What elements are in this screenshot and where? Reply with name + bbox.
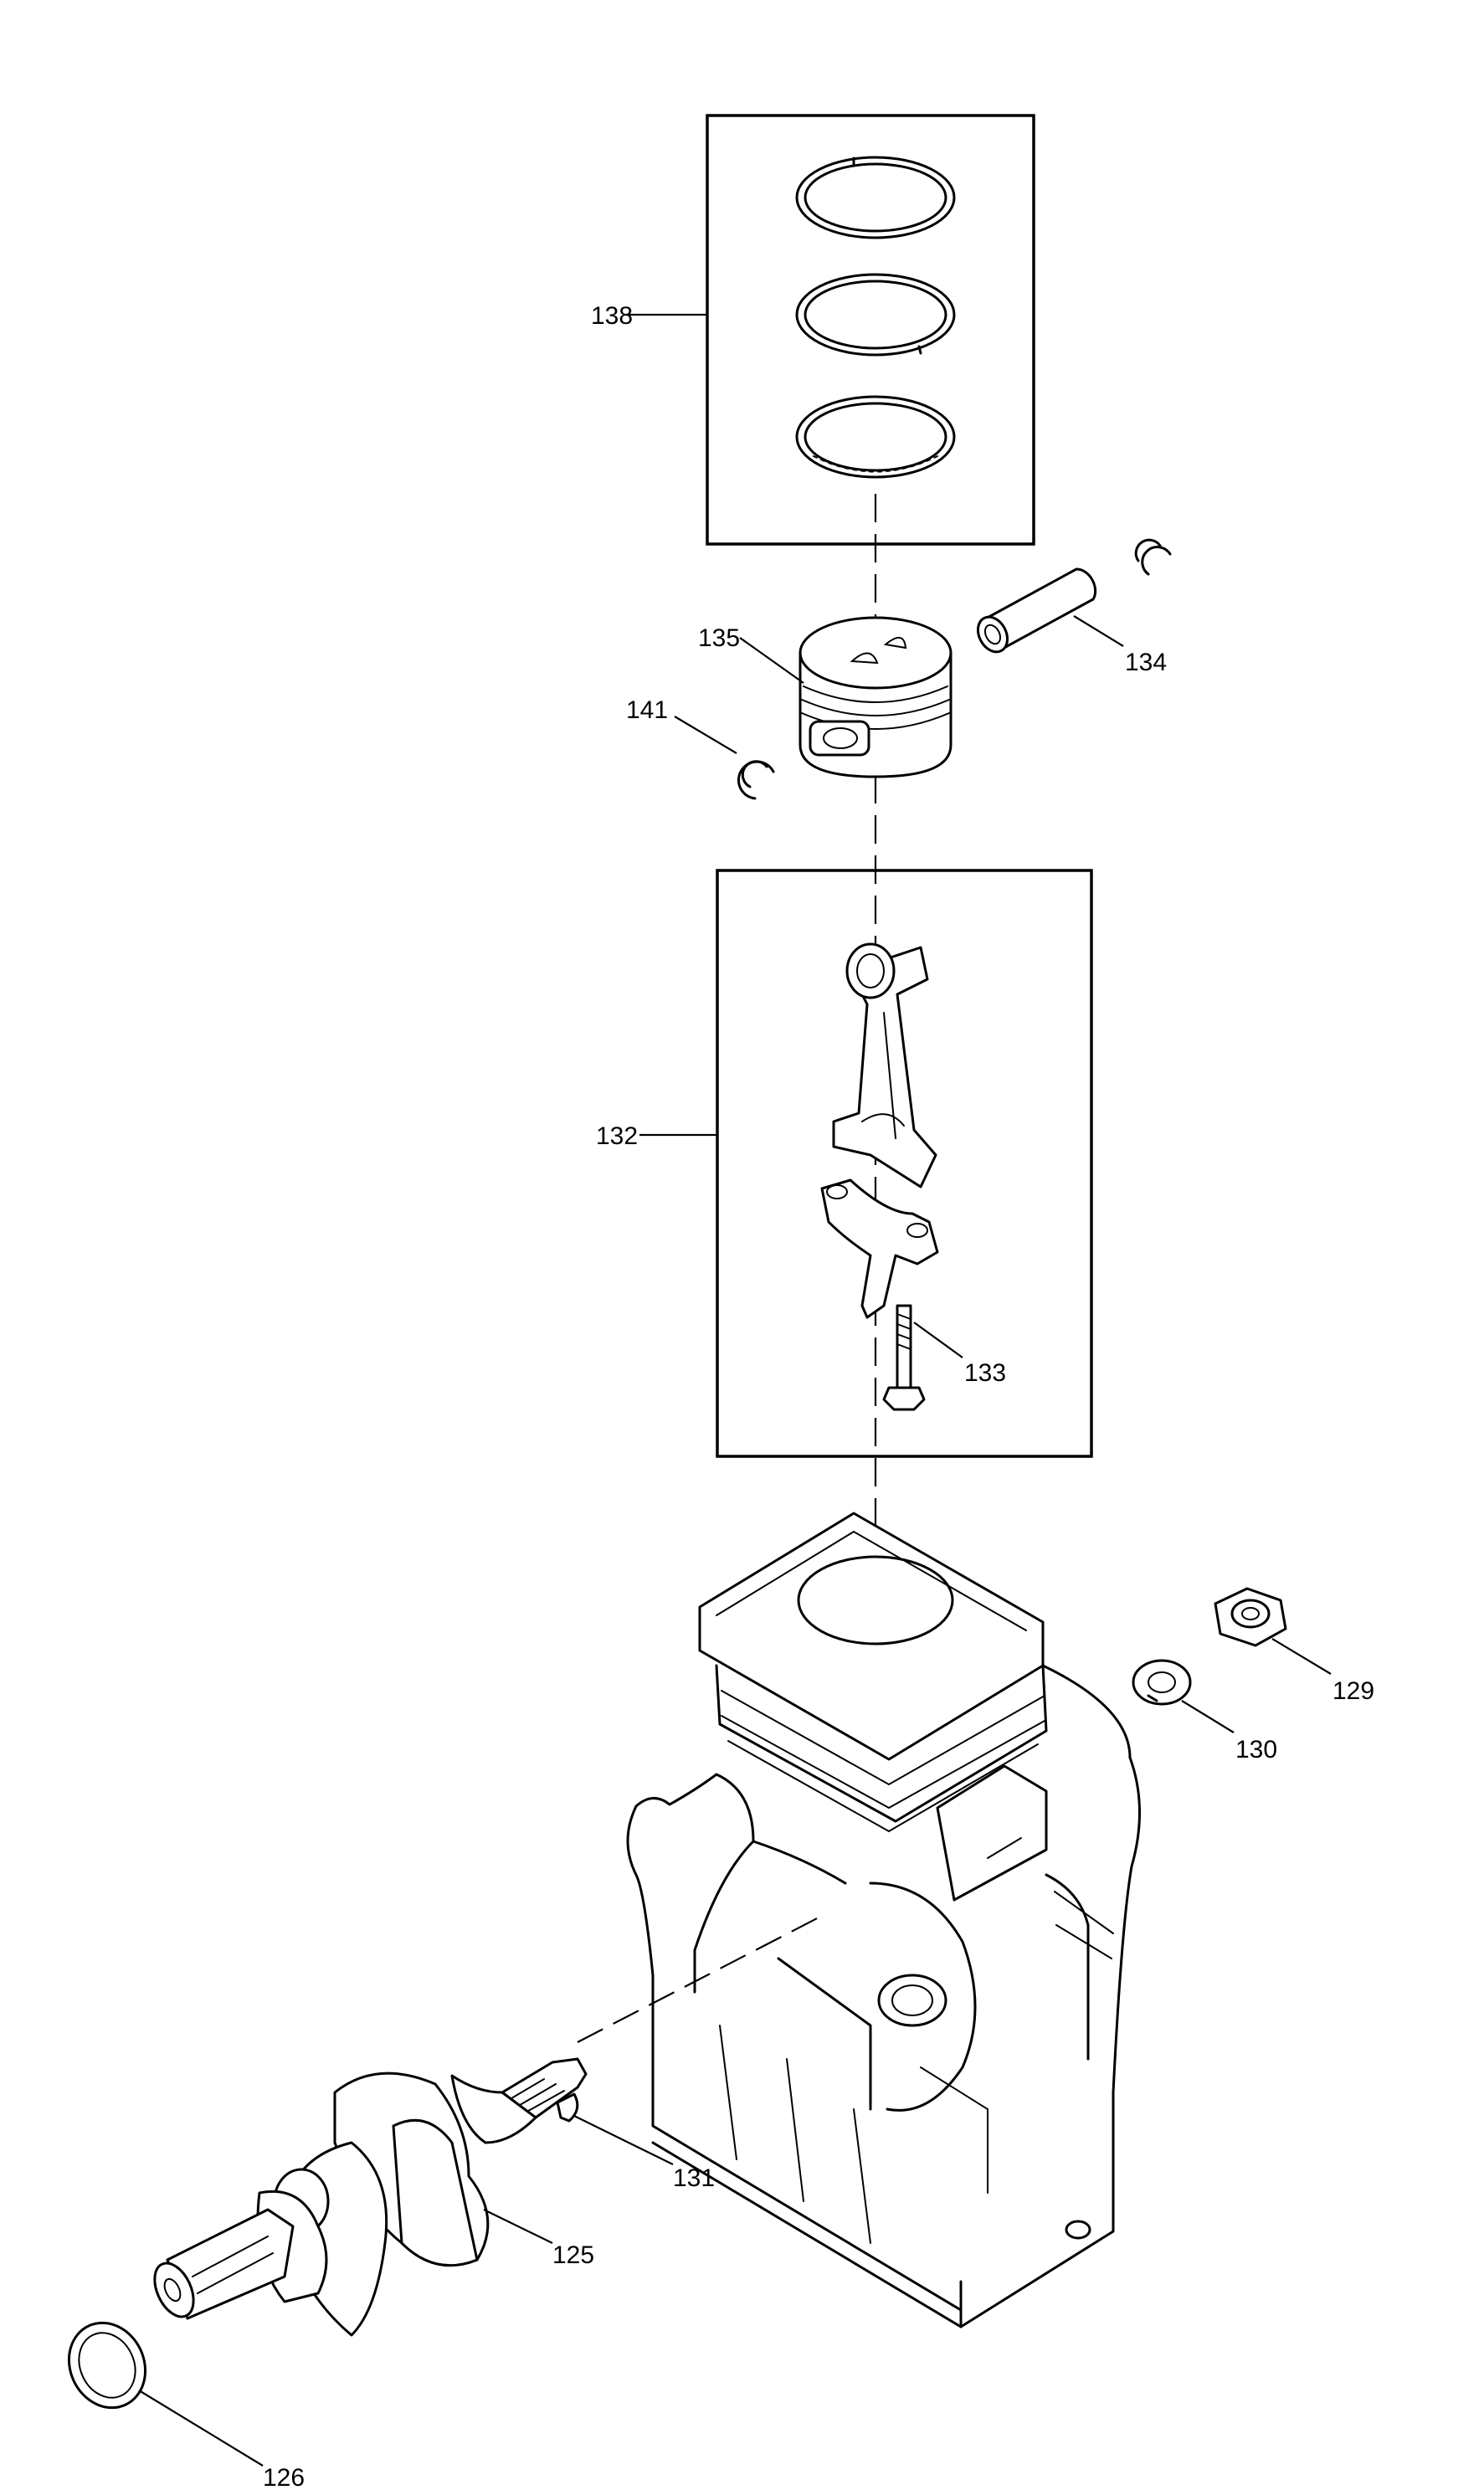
piston-pin-clip-left bbox=[737, 760, 775, 800]
label-135: 135 bbox=[698, 624, 740, 652]
oil-control-ring bbox=[795, 395, 956, 479]
label-131: 131 bbox=[673, 2164, 715, 2192]
connecting-rod bbox=[832, 942, 937, 1189]
connecting-rod-cap bbox=[820, 1178, 939, 1319]
label-132: 132 bbox=[596, 1122, 638, 1150]
woodruff-key bbox=[556, 2092, 579, 2123]
label-134: 134 bbox=[1125, 649, 1167, 676]
label-133: 133 bbox=[964, 1359, 1006, 1387]
crankshaft bbox=[153, 2057, 588, 2337]
piston-ring-middle bbox=[795, 273, 956, 357]
label-141: 141 bbox=[626, 696, 668, 724]
piston-pin-clip-right bbox=[1134, 538, 1172, 576]
label-129: 129 bbox=[1333, 1677, 1374, 1705]
oil-seal bbox=[67, 2321, 147, 2410]
piston-pin bbox=[976, 567, 1097, 654]
piston-ring-set-box bbox=[706, 114, 1035, 546]
label-138: 138 bbox=[591, 302, 633, 330]
piston-ring-top bbox=[795, 156, 956, 239]
label-126: 126 bbox=[263, 2464, 305, 2490]
connecting-rod-bolt bbox=[882, 1304, 926, 1411]
part-labels: 138 134 135 141 132 133 129 130 131 125 … bbox=[263, 302, 1374, 2490]
spring-washer bbox=[1132, 1659, 1192, 1706]
connecting-rod-box bbox=[716, 869, 1093, 1458]
cylinder-block bbox=[626, 1512, 1141, 2328]
hex-nut bbox=[1214, 1587, 1287, 1647]
leader-lines bbox=[138, 313, 1332, 2467]
label-125: 125 bbox=[552, 2241, 594, 2269]
piston bbox=[798, 616, 953, 778]
label-130: 130 bbox=[1235, 1736, 1277, 1764]
